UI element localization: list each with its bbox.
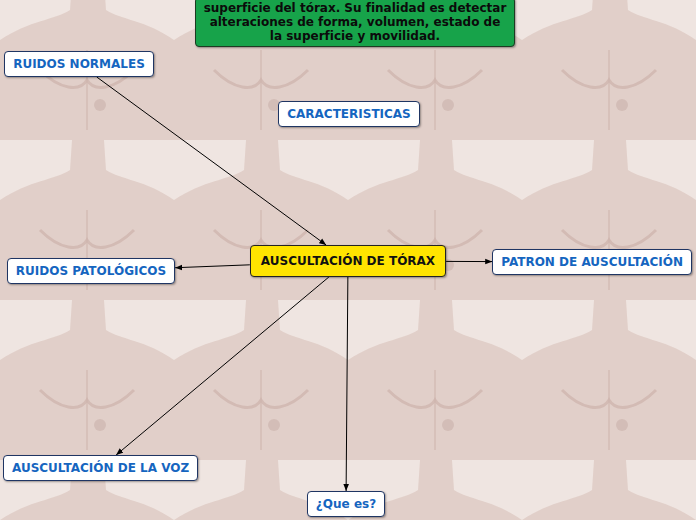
topic-box: AUSCULTACIÓN DE LA VOZ bbox=[3, 455, 198, 481]
connector-arrow bbox=[346, 277, 348, 491]
node-text: AUSCULTACIÓN DE TÓRAX bbox=[261, 254, 435, 268]
connector-arrow bbox=[175, 265, 250, 268]
node-text: AUSCULTACIÓN DE LA VOZ bbox=[12, 461, 189, 475]
node-text: CARACTERISTICAS bbox=[287, 107, 411, 121]
node-text: superficie del tórax. Su finalidad es de… bbox=[202, 1, 508, 43]
node-text: RUIDOS PATOLÓGICOS bbox=[16, 264, 166, 278]
connector-arrow bbox=[116, 277, 329, 455]
central-topic: AUSCULTACIÓN DE TÓRAX bbox=[250, 245, 446, 277]
topic-box: ¿Que es? bbox=[307, 491, 385, 517]
node-text: PATRON DE AUSCULTACIÓN bbox=[501, 255, 683, 269]
node-text: ¿Que es? bbox=[316, 497, 376, 511]
topic-box: RUIDOS NORMALES bbox=[4, 51, 154, 77]
definition-box: superficie del tórax. Su finalidad es de… bbox=[195, 0, 515, 47]
topic-box: CARACTERISTICAS bbox=[278, 101, 420, 127]
topic-box: RUIDOS PATOLÓGICOS bbox=[7, 258, 175, 284]
topic-box: PATRON DE AUSCULTACIÓN bbox=[492, 249, 692, 275]
connector-arrow bbox=[446, 261, 492, 262]
node-text: RUIDOS NORMALES bbox=[13, 57, 145, 71]
